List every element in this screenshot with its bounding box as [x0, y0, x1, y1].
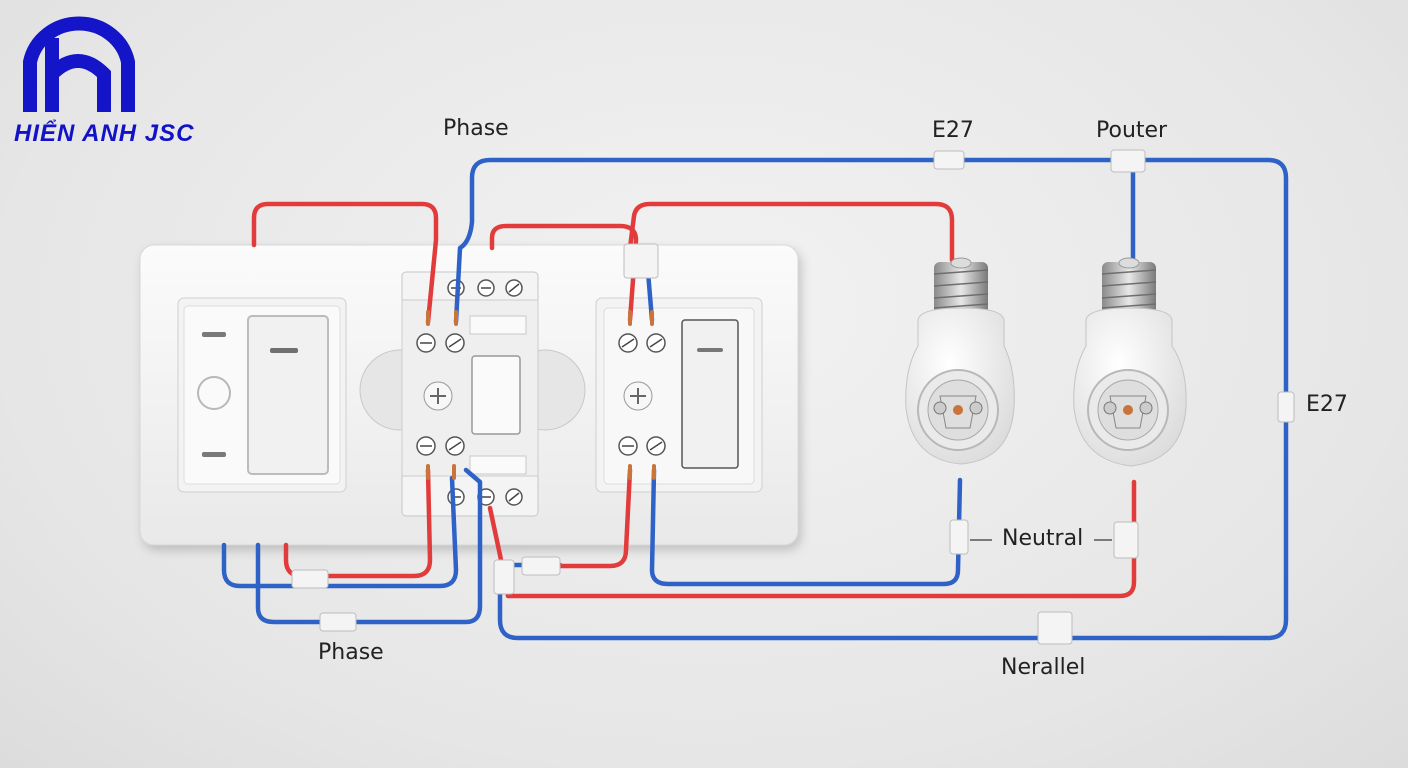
lamp-holder-1	[905, 257, 1015, 465]
label-e27-right: E27	[1306, 392, 1348, 417]
right-switch[interactable]	[595, 297, 763, 493]
neutral-wires	[221, 157, 1289, 641]
label-phase-bottom: Phase	[318, 640, 384, 665]
label-nerallel: Nerallel	[1001, 655, 1086, 680]
left-switch[interactable]	[177, 297, 347, 493]
copper-terminals	[426, 310, 656, 480]
label-phase-top: Phase	[443, 116, 509, 141]
label-neutral: Neutral	[1002, 526, 1084, 551]
brand-name: HIỂN ANH JSC	[14, 120, 195, 147]
live-wires	[251, 201, 1137, 599]
label-e27-top: E27	[932, 118, 974, 143]
lamp-holder-2	[1073, 257, 1187, 467]
brand-logo	[23, 16, 135, 112]
label-pouter: Pouter	[1096, 118, 1168, 143]
center-terminal-block	[401, 271, 539, 517]
wire-clips	[291, 149, 1295, 645]
